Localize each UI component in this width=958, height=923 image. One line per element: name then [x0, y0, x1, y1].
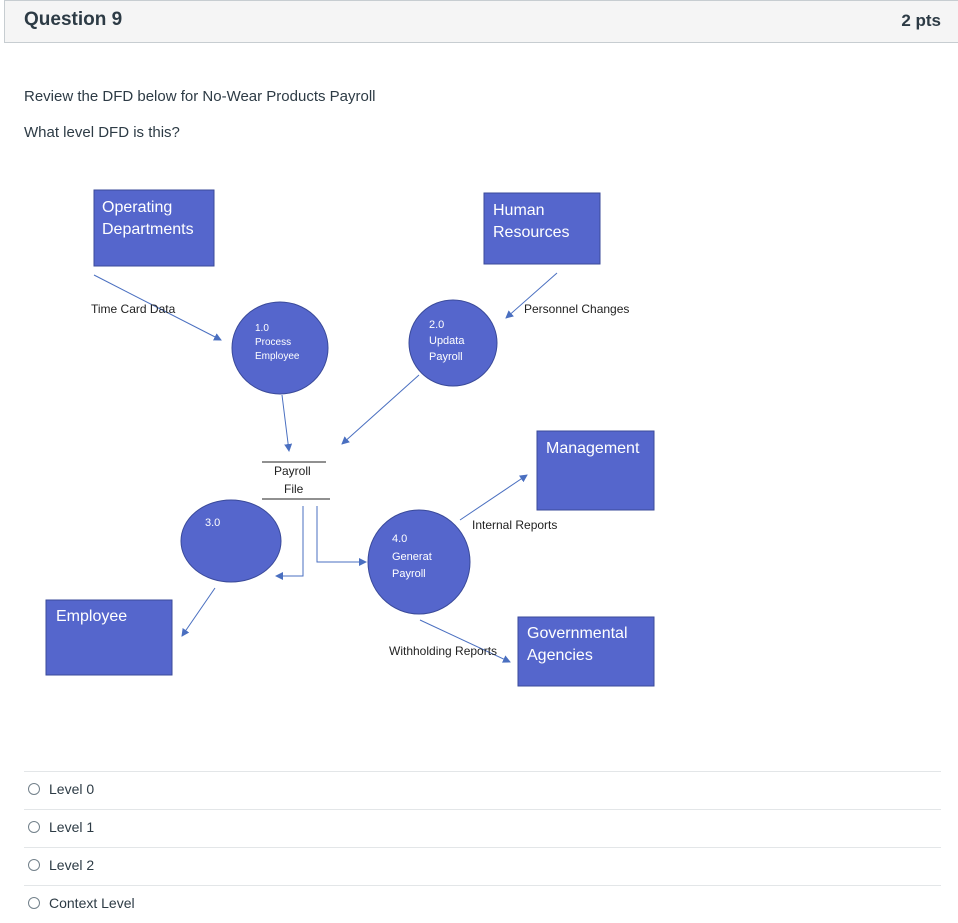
radio-button[interactable]	[28, 859, 40, 871]
process-2-number: 2.0	[429, 319, 444, 331]
process-1-line3: Employee	[255, 351, 300, 362]
question-title: Question 9	[24, 9, 123, 30]
flow-p1-to-store	[281, 394, 293, 452]
entity-human-resources: Human Resources	[483, 192, 601, 265]
radio-button[interactable]	[28, 897, 40, 909]
data-store-line1: Payroll	[274, 464, 311, 478]
entity-human-resources-line1: Human	[493, 202, 545, 219]
question-points: 2 pts	[901, 11, 941, 30]
flow-p2-to-store	[341, 374, 420, 445]
entity-governmental-agencies-line2: Agencies	[527, 647, 593, 664]
entity-employee: Employee	[45, 599, 173, 676]
flow-store-to-p3	[275, 506, 304, 580]
data-store-payroll-file: Payroll File	[262, 461, 330, 500]
entity-operating-departments: Operating Departments	[93, 189, 215, 267]
radio-button[interactable]	[28, 783, 40, 795]
flow-time-card-data	[93, 274, 222, 341]
process-4: 4.0 Generat Payroll	[367, 509, 471, 615]
question-header: Question 9 2 pts	[4, 0, 958, 43]
question-subprompt: What level DFD is this?	[24, 124, 180, 141]
entity-operating-departments-line2: Departments	[102, 221, 194, 238]
process-3-number: 3.0	[205, 517, 220, 529]
entity-employee-label: Employee	[56, 608, 127, 625]
flow-p3-to-employee	[181, 587, 216, 637]
process-2-line2: Updata	[429, 335, 465, 347]
flow-store-to-p4	[316, 506, 367, 566]
entity-operating-departments-line1: Operating	[102, 199, 172, 216]
process-4-line2: Generat	[392, 551, 432, 563]
flow-time-card-data-label: Time Card Data	[91, 302, 176, 316]
flow-personnel-changes-label: Personnel Changes	[524, 302, 629, 316]
process-1-line2: Process	[255, 337, 291, 348]
answer-option-level-2[interactable]: Level 2	[24, 847, 941, 885]
process-1-number: 1.0	[255, 323, 269, 334]
dfd-diagram: Operating Departments Human Resources Ma…	[45, 189, 655, 687]
process-4-number: 4.0	[392, 533, 407, 545]
process-2: 2.0 Updata Payroll	[408, 299, 498, 387]
answer-option-level-1[interactable]: Level 1	[24, 809, 941, 847]
entity-management: Management	[536, 430, 655, 511]
flow-internal-reports-label: Internal Reports	[472, 518, 557, 532]
answer-label: Level 2	[49, 857, 95, 873]
entity-governmental-agencies-line1: Governmental	[527, 625, 628, 642]
question-prompt: Review the DFD below for No-Wear Product…	[24, 88, 376, 105]
entity-governmental-agencies: Governmental Agencies	[517, 616, 655, 687]
process-1: 1.0 Process Employee	[231, 301, 329, 395]
flow-withholding-reports-label: Withholding Reports	[389, 644, 497, 658]
flow-internal-reports	[459, 474, 528, 521]
process-3: 3.0	[180, 499, 282, 583]
data-store-line2: File	[284, 482, 304, 496]
entity-management-label: Management	[546, 440, 640, 457]
answer-option-level-0[interactable]: Level 0	[24, 771, 941, 809]
flow-withholding-reports	[419, 619, 511, 663]
radio-button[interactable]	[28, 821, 40, 833]
process-2-line3: Payroll	[429, 351, 463, 363]
answer-label: Level 1	[49, 819, 95, 835]
process-4-line3: Payroll	[392, 568, 426, 580]
answer-list: Level 0 Level 1 Level 2 Context Level	[24, 771, 941, 923]
answer-label: Context Level	[49, 895, 135, 911]
answer-label: Level 0	[49, 781, 95, 797]
flow-personnel-changes	[505, 272, 558, 319]
answer-option-context-level[interactable]: Context Level	[24, 885, 941, 923]
entity-human-resources-line2: Resources	[493, 224, 569, 241]
